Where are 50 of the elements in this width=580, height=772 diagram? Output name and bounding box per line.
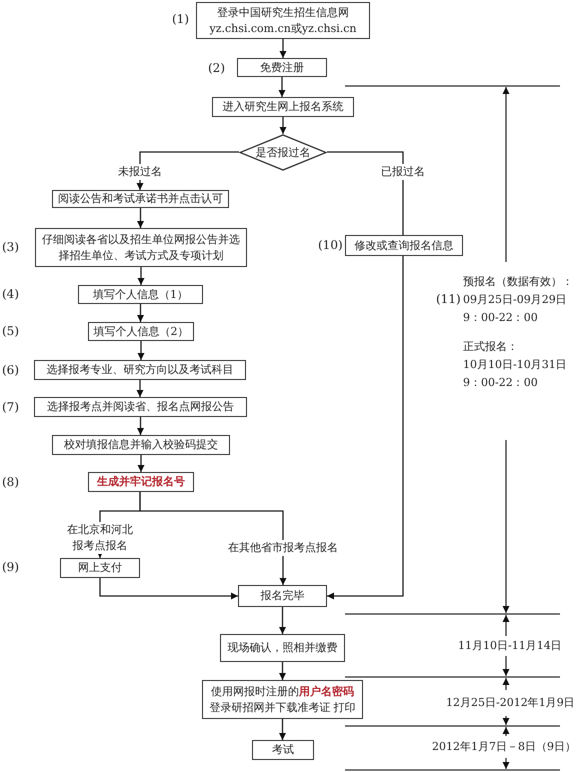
step-number: (3) <box>2 240 19 254</box>
arrow <box>139 492 286 585</box>
arrow <box>280 39 286 58</box>
process-box: 免费注册 <box>237 58 327 77</box>
step-number: (4) <box>2 287 19 301</box>
process-box: 填写个人信息（2） <box>88 322 194 341</box>
decision-diamond: 是否报过名 <box>239 134 327 171</box>
step-number: (1) <box>172 12 189 26</box>
arrow <box>137 417 144 435</box>
process-box: 使用网报时注册的用户名密码登录研招网并下载准考证 打印 <box>202 680 363 719</box>
process-box: 选择报考专业、研究方向以及考试科目 <box>34 360 246 380</box>
date-range: 12月25日-2012年1月9日 <box>446 695 575 710</box>
process-box: 考试 <box>252 740 314 760</box>
step-number: (5) <box>2 324 19 338</box>
arrow <box>136 380 144 397</box>
arrow <box>136 151 239 190</box>
arrow <box>138 455 144 472</box>
schedule-note: 正式报名： 10月10日-10月31日 9：00-22：00 <box>463 339 568 391</box>
step-number: (10) <box>318 238 343 252</box>
arrow <box>279 662 286 680</box>
arrow <box>99 578 238 600</box>
arrow <box>279 719 286 740</box>
process-box: 报名完毕 <box>238 585 327 607</box>
step-number: (7) <box>2 400 19 414</box>
arrow <box>138 341 144 360</box>
process-box: 网上支付 <box>60 558 140 578</box>
arrow <box>327 256 404 600</box>
date-range: 11月10日-11月14日 <box>458 638 562 653</box>
process-box: 生成并牢记报名号 <box>88 472 194 492</box>
arrow <box>138 267 144 285</box>
process-box: 选择报考点并阅读省、报名点网报公告 <box>34 397 247 417</box>
arrow <box>278 77 286 97</box>
step-number: (6) <box>2 363 19 377</box>
arrow <box>137 208 144 228</box>
arrow <box>137 304 144 322</box>
arrow <box>279 607 286 634</box>
process-box: 登录中国研究生招生信息网 yz.chsi.com.cn或yz.chsi.cn <box>196 2 370 39</box>
step-number: (2) <box>208 61 225 75</box>
process-box: 阅读公告和考试承诺书并点击认可 <box>52 190 229 208</box>
process-box: 填写个人信息（1） <box>78 285 203 304</box>
schedule-note: 预报名（数据有效）： 09月25日-09月29日 9：00-22：00 <box>463 274 574 326</box>
arrow <box>280 117 286 134</box>
step-number: (9) <box>2 560 19 574</box>
step-number: (8) <box>2 475 19 489</box>
process-box: 校对填报信息并输入校验码提交 <box>52 435 230 455</box>
process-box: 仔细阅读各省以及招生单位网报公告并选择招生单位、考试方式及专项计划 <box>35 228 247 267</box>
process-box: 进入研究生网上报名系统 <box>212 97 354 117</box>
process-box: 现场确认，照相并缴费 <box>220 634 345 662</box>
process-box: 修改或查询报名信息 <box>345 235 463 256</box>
step-number: (11) <box>436 292 461 306</box>
